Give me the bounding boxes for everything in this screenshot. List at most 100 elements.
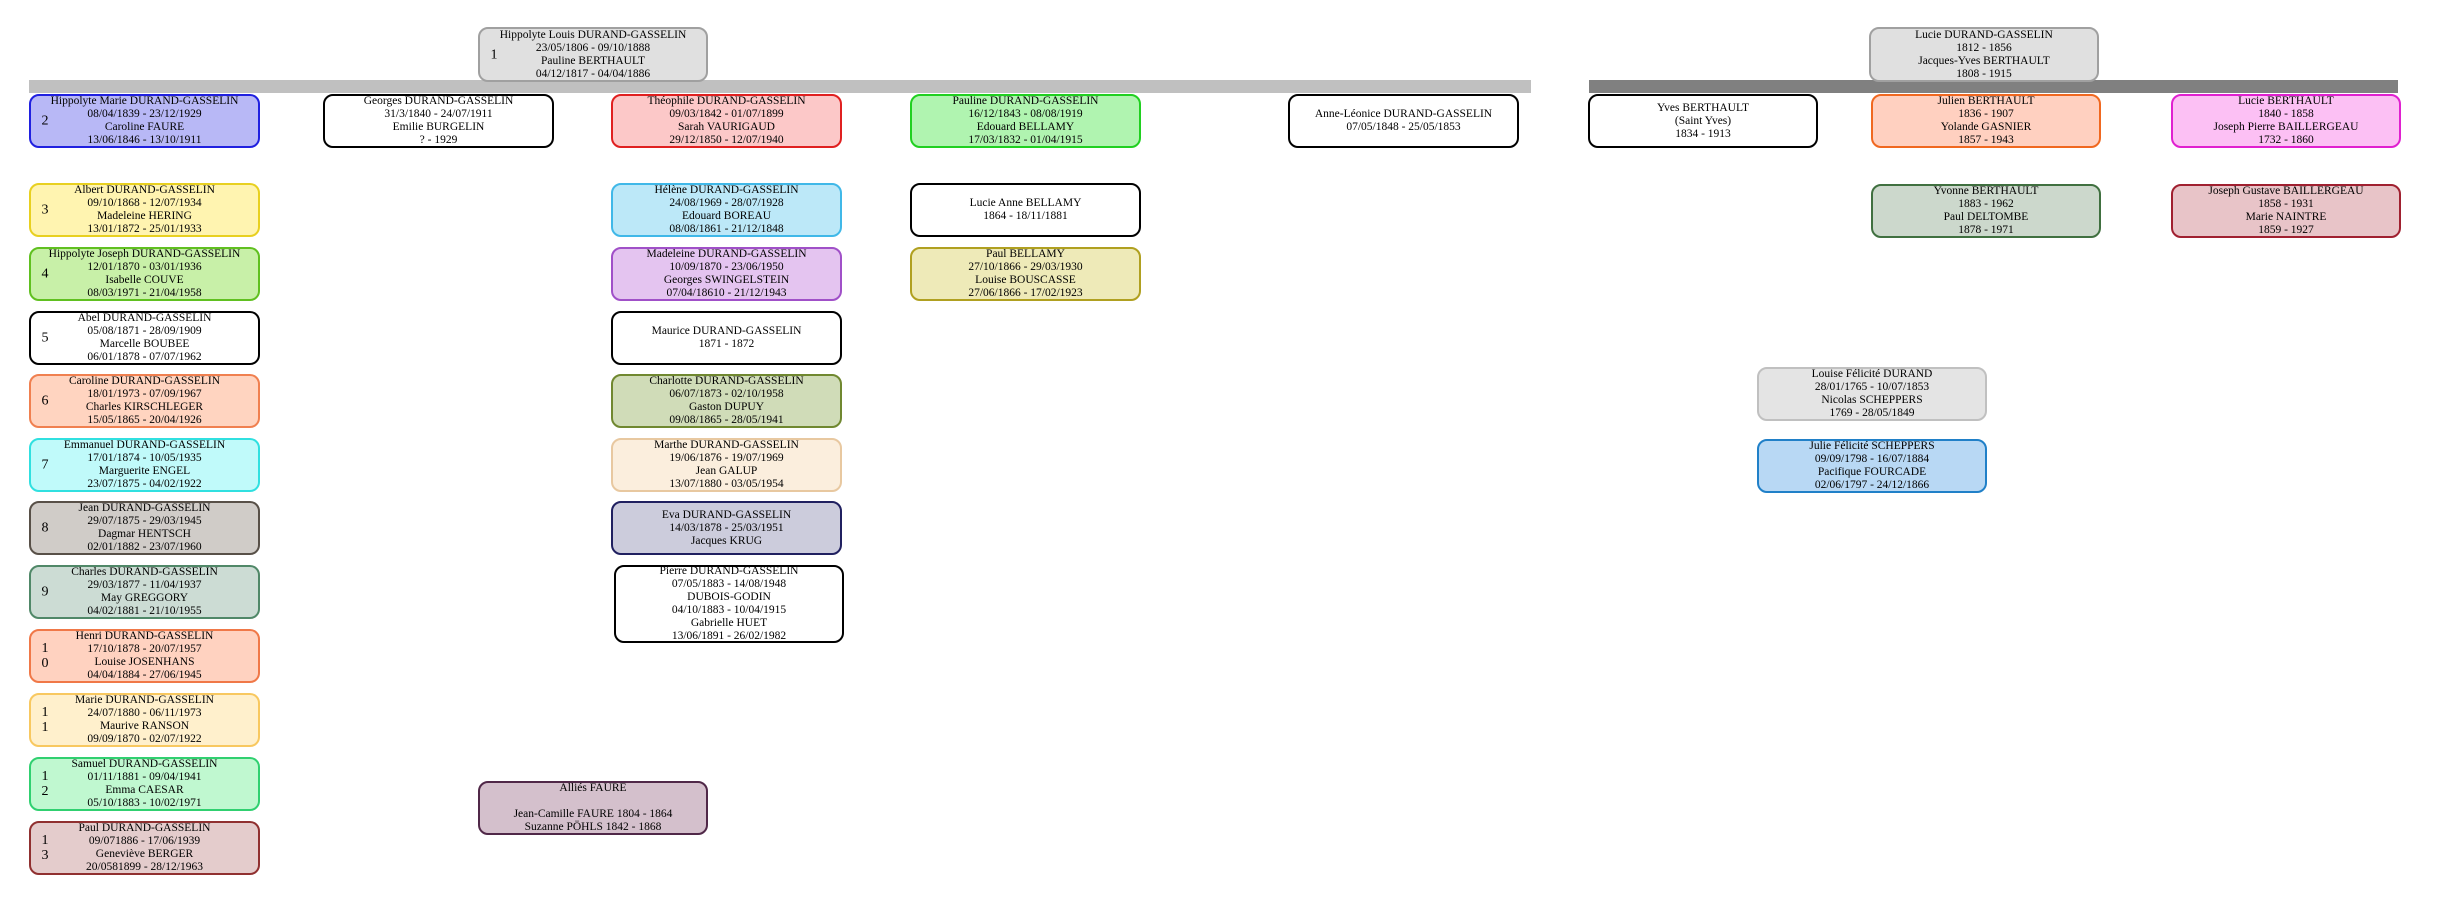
person-line: 31/3/1840 - 24/07/1911 [384, 108, 493, 120]
person-line: 28/01/1765 - 10/07/1853 [1814, 381, 1930, 393]
generation-number: 4 [41, 266, 49, 282]
person-line: Jean DURAND-GASSELIN [78, 502, 211, 514]
person-line: 04/10/1883 - 10/04/1915 [671, 604, 787, 616]
person-line: DUBOIS-GODIN [687, 591, 771, 603]
person-line: Julie Félicité SCHEPPERS [1809, 440, 1935, 452]
person-line: Joseph Gustave BAILLERGEAU [2208, 185, 2364, 197]
person-line: 1864 - 18/11/1881 [983, 210, 1068, 222]
person-line: 19/06/1876 - 19/07/1969 [669, 452, 784, 464]
person-line: Pauline DURAND-GASSELIN [952, 95, 1099, 107]
person-line: 29/12/1850 - 12/07/1940 [669, 134, 784, 146]
person-line: 06/01/1878 - 07/07/1962 [87, 351, 202, 363]
person-line: Lucie Anne BELLAMY [969, 197, 1082, 209]
person-line: 24/07/1880 - 06/11/1973 [87, 707, 202, 719]
person-line: Gaston DUPUY [688, 401, 765, 413]
generation-number: 5 [41, 330, 49, 346]
person-line: 08/04/1839 - 23/12/1929 [87, 108, 202, 120]
generation-number: 2 [41, 113, 49, 129]
person-line: Marie DURAND-GASSELIN [75, 694, 214, 706]
person-line: Hélène DURAND-GASSELIN [654, 184, 799, 196]
person-line: Anne-Léonice DURAND-GASSELIN [1314, 108, 1493, 120]
person-line: Georges DURAND-GASSELIN [363, 95, 514, 107]
person-line: 1878 - 1971 [1958, 224, 2014, 236]
generation-number: 1 0 [41, 641, 49, 671]
person-line: 07/05/1848 - 25/05/1853 [1346, 121, 1461, 133]
person-line: 1859 - 1927 [2258, 224, 2314, 236]
person-line: 20/0581899 - 28/12/1963 [86, 861, 203, 873]
person-line: Pauline BERTHAULT [541, 54, 645, 67]
person-line: Caroline DURAND-GASSELIN [68, 375, 221, 387]
person-line: Hippolyte Joseph DURAND-GASSELIN [48, 248, 241, 260]
generation-number: 7 [41, 457, 49, 473]
person-line: 04/04/1884 - 27/06/1945 [87, 669, 202, 681]
person-line: 10/09/1870 - 23/06/1950 [669, 261, 784, 273]
generation-number: 1 3 [41, 833, 49, 863]
person-line: Louise Félicité DURAND [1811, 368, 1933, 380]
person-line: Marcelle BOUBEE [99, 338, 190, 350]
person-line: 08/03/1971 - 21/04/1958 [87, 287, 202, 299]
person-line: 29/07/1875 - 29/03/1945 [87, 515, 202, 527]
person-line: Abel DURAND-GASSELIN [77, 312, 212, 324]
person-line: Louise JOSENHANS [94, 656, 195, 668]
person-line: Marthe DURAND-GASSELIN [654, 439, 799, 451]
person-line: Yvonne BERTHAULT [1933, 185, 2039, 197]
person-line: 08/08/1861 - 21/12/1848 [669, 223, 784, 235]
person-line: 29/03/1877 - 11/04/1937 [87, 579, 202, 591]
connector-bar [1589, 80, 2398, 93]
person-line: Charlotte DURAND-GASSELIN [649, 375, 804, 387]
person-line: Alliés FAURE [559, 782, 627, 794]
person-line: Lucie DURAND-GASSELIN [1915, 28, 2053, 41]
person-line: 14/03/1878 - 25/03/1951 [669, 521, 784, 534]
person-line: Henri DURAND-GASSELIN [75, 630, 214, 642]
person-line: Dagmar HENTSCH [98, 528, 191, 540]
person-line: Hippolyte Louis DURAND-GASSELIN [499, 28, 687, 41]
person-line: Hippolyte Marie DURAND-GASSELIN [50, 95, 239, 107]
person-line: Edouard BELLAMY [976, 121, 1075, 133]
person-line: 1840 - 1858 [2258, 108, 2314, 120]
person-line: 17/03/1832 - 01/04/1915 [968, 134, 1083, 146]
person-line: 07/04/18610 - 21/12/1943 [666, 287, 787, 299]
person-line: Madeleine DURAND-GASSELIN [646, 248, 807, 260]
person-line: Joseph Pierre BAILLERGEAU [2213, 121, 2359, 133]
person-line: 16/12/1843 - 08/08/1919 [968, 108, 1083, 120]
person-line: 1858 - 1931 [2258, 198, 2314, 210]
person-line: Georges SWINGELSTEIN [663, 274, 790, 286]
person-box: Alliés FAURE Jean-Camille FAURE 1804 - 1… [478, 781, 708, 835]
person-line: Marguerite ENGEL [98, 465, 191, 477]
person-line: Jean GALUP [695, 465, 758, 477]
person-line: Pacifique FOURCADE [1817, 466, 1927, 478]
person-line: 12/01/1870 - 03/01/1936 [87, 261, 202, 273]
person-line: 17/01/1874 - 10/05/1935 [87, 452, 202, 464]
person-line: 13/07/1880 - 03/05/1954 [669, 478, 784, 490]
person-line: Geneviève BERGER [95, 848, 194, 860]
generation-number: 3 [41, 202, 49, 218]
person-line: 09/10/1868 - 12/07/1934 [87, 197, 202, 209]
person-line: 05/10/1883 - 10/02/1971 [87, 797, 202, 809]
person-line: Jacques KRUG [690, 534, 763, 547]
person-line: 09/08/1865 - 28/05/1941 [669, 414, 784, 426]
person-line: 1732 - 1860 [2258, 134, 2314, 146]
person-line: Louise BOUSCASSE [975, 274, 1076, 286]
